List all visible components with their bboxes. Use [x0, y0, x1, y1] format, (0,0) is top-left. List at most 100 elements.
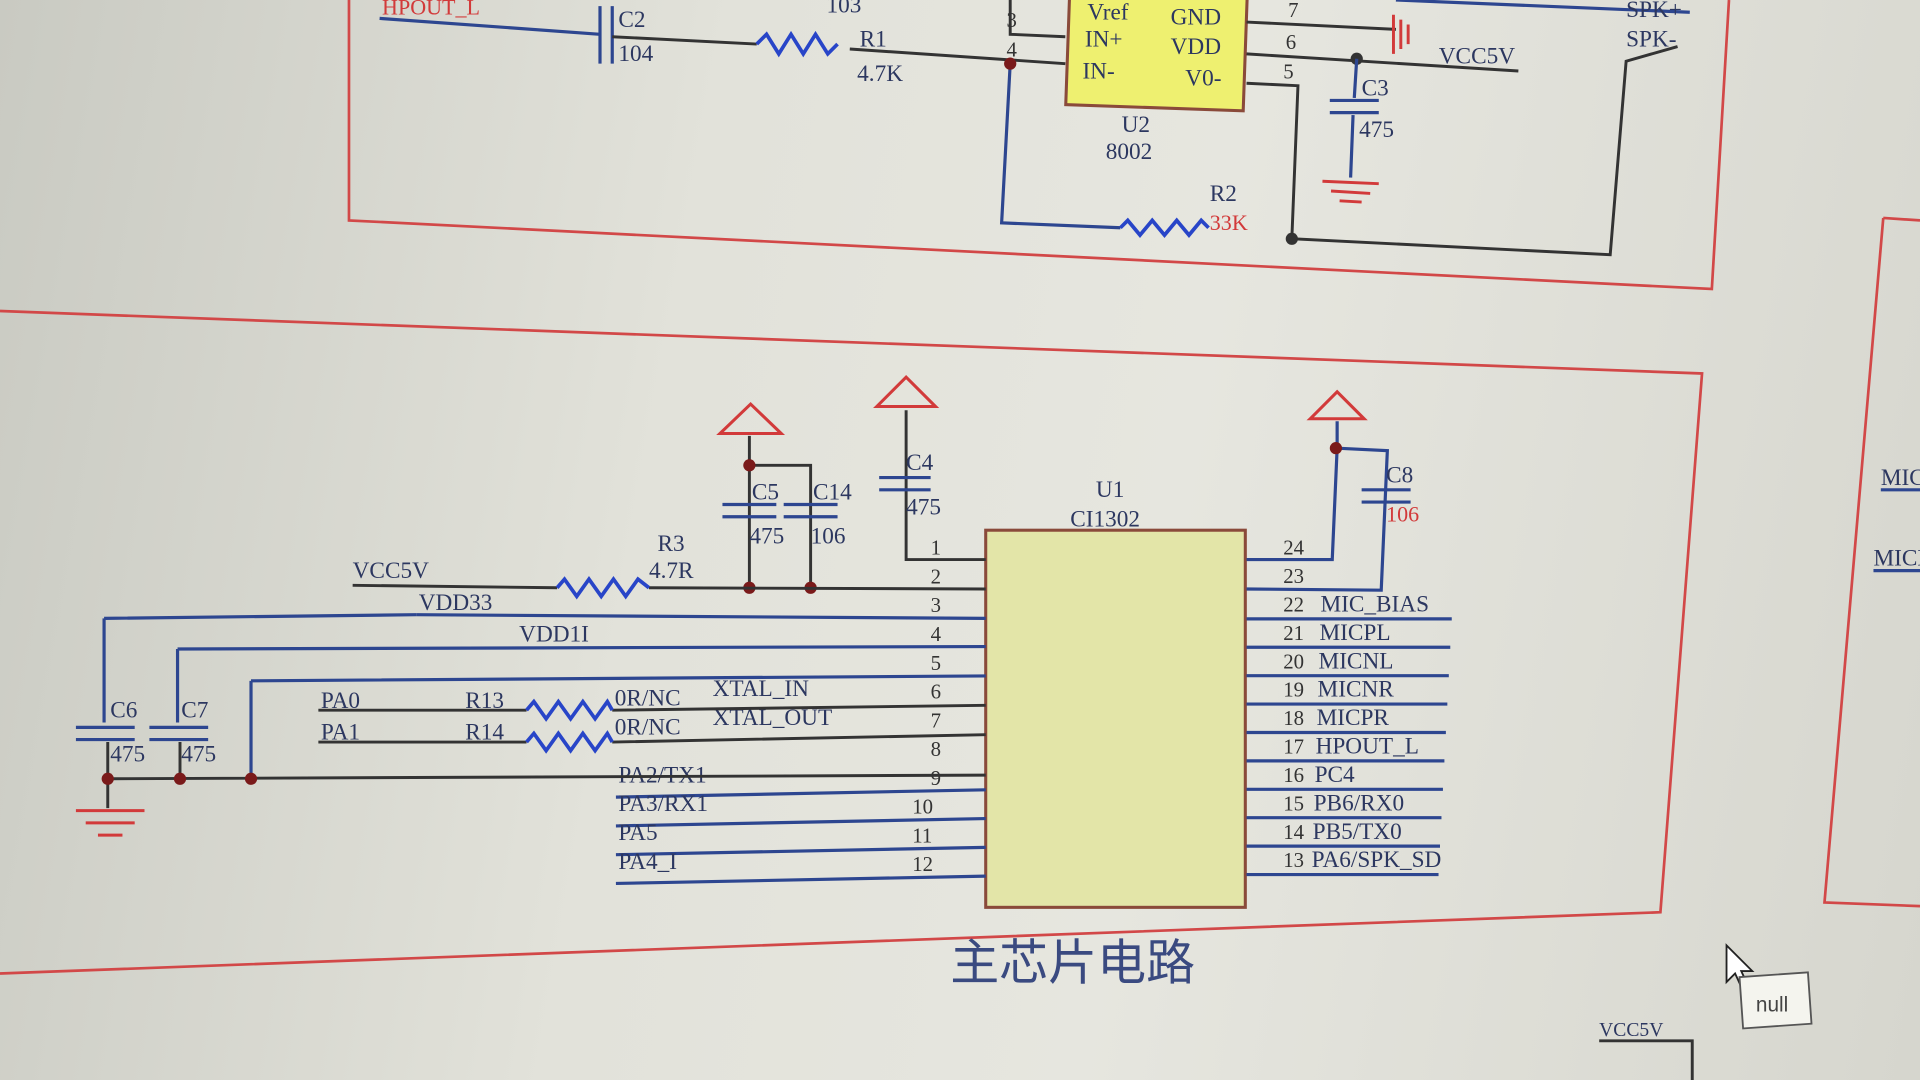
pin-number: 8	[931, 737, 941, 761]
r1-value: 4.7K	[857, 61, 903, 87]
vcc5v-label: VCC5V	[1439, 44, 1515, 70]
c14-ref: C14	[813, 480, 852, 506]
c7-value: 475	[181, 742, 216, 768]
u1-left-pin-1[interactable]: 1	[931, 536, 941, 560]
right-partial-label: MICN	[1873, 546, 1920, 572]
u2-pin-in-pos: IN+	[1085, 27, 1123, 53]
pin-number: 20	[1283, 649, 1304, 673]
pin-label: MICNL	[1319, 648, 1394, 674]
amp-circuit: HPOUT_L C2 104 R1 4.7K 103 3 4 Vref IN+ …	[379, 0, 1690, 257]
u2-pin-7: 7	[1288, 0, 1298, 22]
u2-chip[interactable]	[1064, 0, 1249, 113]
pin-number: 2	[931, 564, 941, 588]
tooltip-text: null	[1756, 993, 1788, 1016]
pin-number: 12	[912, 852, 933, 876]
bottom-vcc5v-label: VCC5V	[1599, 1020, 1663, 1041]
r3-resistor	[555, 576, 651, 600]
power-symbol-icon	[873, 374, 940, 409]
r14-value: 0R/NC	[615, 715, 681, 741]
pin-number: 4	[931, 622, 942, 646]
u1-right-pin-24[interactable]: 24	[1283, 536, 1304, 560]
u1-right-pin-23[interactable]: 23	[1283, 564, 1304, 588]
pin-label: PA4_I	[618, 849, 677, 875]
pin-number: 21	[1283, 621, 1304, 645]
net-vdd33-label: VDD33	[419, 590, 493, 616]
c3-ref: C3	[1362, 76, 1389, 102]
pin-number: 11	[912, 823, 932, 847]
c3-value: 475	[1359, 117, 1394, 143]
u1-left-pin-12[interactable]: 12 PA4_I	[615, 849, 986, 886]
main-section-border	[0, 309, 1704, 975]
pin-label: MICPL	[1320, 620, 1391, 646]
u1-left-pin-5[interactable]: 5	[931, 651, 941, 675]
u1-left-pin-10[interactable]: 10 PA3/RX1	[615, 791, 986, 828]
pin-number: 22	[1283, 593, 1304, 617]
right-section-border	[1823, 216, 1920, 908]
u2-pin-vdd: VDD	[1171, 34, 1221, 60]
u2-pin-gnd: GND	[1171, 4, 1221, 30]
net-vdd11-label: VDD1I	[519, 622, 589, 648]
u1-right-pin-13[interactable]: 13 PA6/SPK_SD	[1246, 847, 1442, 877]
u2-pin-4: 4	[1007, 37, 1018, 61]
u1-left-pin-2[interactable]: 2	[931, 564, 941, 588]
u1-left-pin-11[interactable]: 11 PA5	[615, 820, 986, 857]
u1-left-pin-4[interactable]: 4	[931, 622, 942, 646]
pin-number: 16	[1283, 763, 1304, 787]
pin-label: MICNR	[1318, 677, 1395, 703]
pin-number: 9	[931, 766, 941, 790]
ground-icon	[1392, 14, 1410, 54]
c2-value: 104	[618, 41, 653, 67]
u2-part: 8002	[1106, 139, 1153, 165]
pin-number: 13	[1283, 848, 1304, 872]
c2-capacitor	[598, 6, 614, 64]
u1-right-pin-20[interactable]: 20 MICNL	[1246, 648, 1449, 678]
r3-value: 4.7R	[649, 558, 694, 584]
pin-label: PA3/RX1	[618, 791, 708, 817]
pin-label: PC4	[1315, 762, 1355, 788]
pin-label: PB6/RX0	[1314, 790, 1404, 816]
pin-label: XTAL_IN	[713, 676, 809, 702]
u1-right-pin-21[interactable]: 21 MICPL	[1246, 620, 1451, 649]
r13-ref: R13	[465, 688, 504, 714]
pin-number: 7	[931, 708, 941, 732]
r2-resistor	[1119, 217, 1210, 238]
r13-value: 0R/NC	[615, 685, 681, 711]
u1-left-pin-8[interactable]: 8	[931, 737, 941, 761]
pin-label: PA6/SPK_SD	[1312, 847, 1442, 873]
amp-section-border	[347, 0, 1731, 291]
c14-value: 106	[811, 524, 846, 550]
u2-pin-vo-neg: V0-	[1185, 66, 1221, 92]
u1-right-pin-19[interactable]: 19 MICNR	[1246, 677, 1448, 706]
pin-number: 17	[1283, 735, 1304, 759]
r3-ref: R3	[658, 531, 685, 557]
net-hpout-label: HPOUT_L	[382, 0, 480, 20]
pin-number: 19	[1283, 678, 1304, 702]
power-symbol-icon	[1306, 389, 1368, 421]
ground-icon	[1322, 179, 1379, 204]
c2-ref: C2	[618, 7, 645, 33]
u2-ref: U2	[1122, 112, 1150, 138]
pin-number: 1	[931, 536, 941, 560]
u1-part: CI1302	[1070, 507, 1140, 533]
pin-number: 5	[931, 651, 941, 675]
tooltip	[1738, 971, 1813, 1030]
u2-pin-3: 3	[1007, 8, 1017, 32]
u1-right-pin-16[interactable]: 16 PC4	[1246, 762, 1443, 791]
pin-number: 23	[1283, 564, 1304, 588]
r2-ref: R2	[1210, 181, 1237, 207]
pin-number: 10	[912, 795, 933, 819]
pin-label: MICPR	[1317, 705, 1390, 731]
section-title: 主芯片电路	[950, 935, 1195, 992]
u1-chip[interactable]	[984, 528, 1247, 909]
pin-label: PA5	[618, 820, 657, 846]
u1-left-pin-3[interactable]: 3	[931, 593, 941, 617]
top-partial-value: 103	[827, 0, 862, 18]
